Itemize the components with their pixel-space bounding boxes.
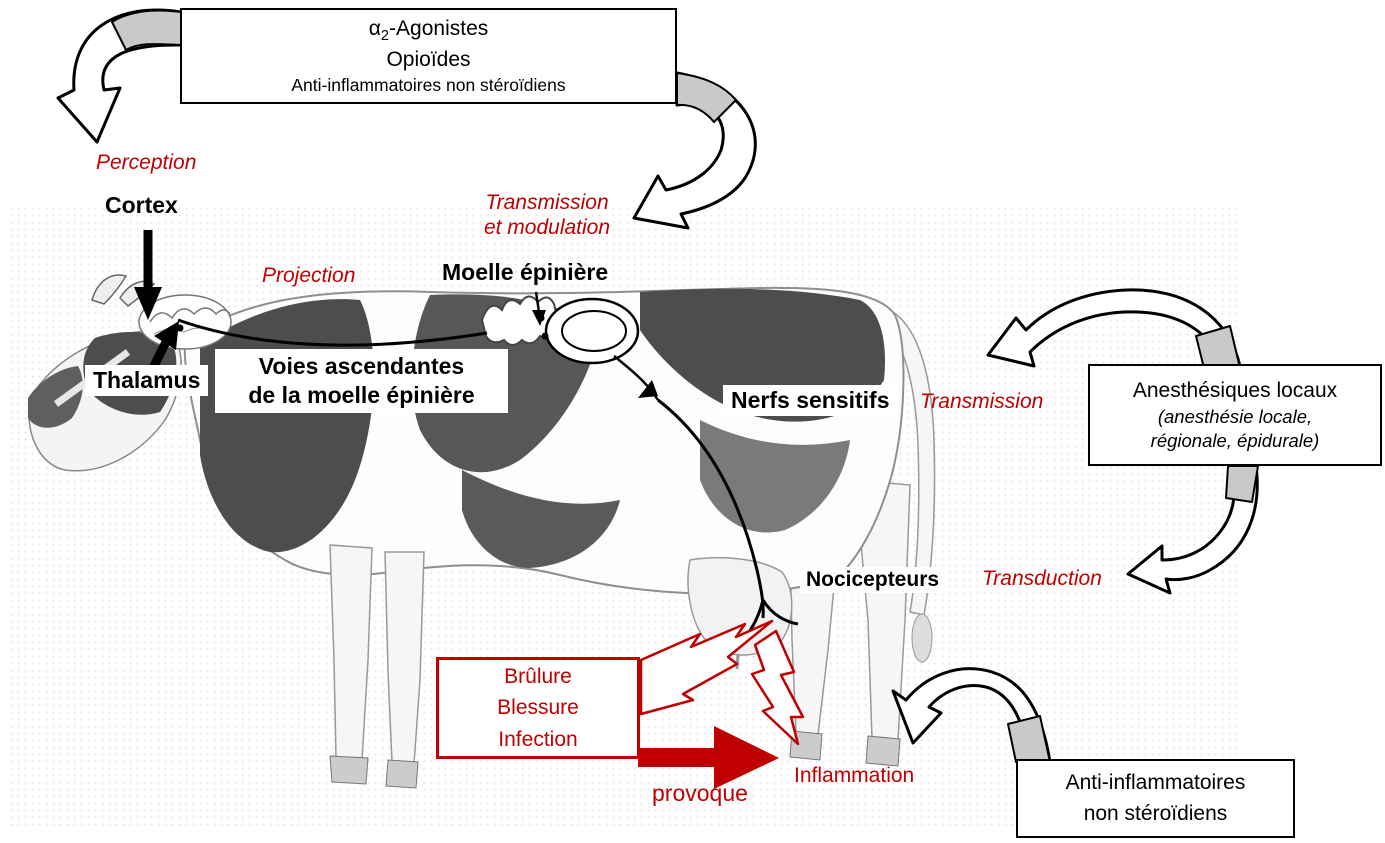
curved-arrow-transmission-modulation [632,71,757,230]
drug-alpha2-agonists: α2-Agonistes [368,16,489,44]
curved-arrow-transduction [1126,464,1259,595]
cause-injury: Blessure [497,696,579,720]
drug-nsaids: Anti-inflammatoires non stéroïdiens [291,75,566,96]
anesthetics-detail-line2: régionale, épidurale) [1150,429,1320,451]
curved-arrows [56,8,1259,764]
anatomy-label-ascending-pathways: Voies ascendantes de la moelle épinière [215,349,508,413]
stage-label-inflammation: Inflammation [794,764,915,787]
nsaids-line1: Anti-inflammatoires [1065,771,1246,795]
ascending-pathways-line2: de la moelle épinière [248,381,475,408]
local-anesthetics-box: Anesthésiques locaux (anesthésie locale,… [1088,364,1382,466]
stage-label-projection: Projection [262,264,356,287]
curved-arrow-perception [56,8,183,144]
nsaids-box: Anti-inflammatoires non stéroïdiens [1016,759,1295,838]
pain-causes-box: Brûlure Blessure Infection [436,657,640,759]
stage-label-transmission: Transmission [920,390,1044,413]
spinal-cord-pointer-arrow [532,291,546,326]
curved-arrow-transmission [986,288,1242,370]
provoque-block-arrow [638,726,779,789]
cow-front-leg [329,544,373,761]
anatomy-label-spinal-cord: Moelle épinière [442,259,609,285]
drug-opioids: Opioïdes [386,48,471,72]
cow-front-leg [384,551,425,765]
nsaids-line2: non stéroïdiens [1083,801,1228,825]
cow-hoof [789,730,823,761]
cow-patch [462,470,620,568]
anatomy-label-cortex: Cortex [105,192,178,218]
cow-tail [885,310,936,616]
cow-horn [91,274,128,305]
anatomy-label-nociceptors: Nocicepteurs [800,567,946,593]
cow-hoof [329,755,369,785]
cause-infection: Infection [498,727,578,751]
cause-burn: Brûlure [504,664,572,688]
cow-patch [700,420,850,533]
cow-tail-tuft [911,613,933,663]
analgesic-drugs-box: α2-Agonistes Opioïdes Anti-inflammatoire… [180,8,677,104]
transmission-modulation-line2: et modulation [483,215,611,239]
transmission-modulation-line1: Transmission [485,191,609,214]
ascending-pathway-line [177,318,488,347]
anesthetics-title: Anesthésiques locaux [1132,379,1338,403]
lightning-bolt-large [639,619,774,716]
curved-arrow-inflammation [891,667,1052,764]
stage-label-transduction: Transduction [982,567,1102,590]
nociception-red-elements [638,619,805,789]
lightning-bolt-small [750,629,805,746]
anesthetics-detail-line1: (anesthésie locale, [1157,405,1313,427]
ascending-pathways-line1: Voies ascendantes [258,353,465,379]
anatomy-label-sensory-nerves: Nerfs sensitifs [723,385,898,416]
cow-udder [687,556,793,656]
cortex-arrow [134,230,162,320]
cow-hoof [865,735,901,767]
provoque-label: provoque [652,780,748,806]
anatomy-label-thalamus: Thalamus [85,365,209,396]
nerve-direction-tick [638,380,658,398]
pathway-lines [134,230,799,645]
spinal-cord-drawing [480,295,660,401]
cow-hoof [385,759,419,789]
stage-label-transmission-modulation: Transmission et modulation [452,191,642,241]
cow-muzzle [28,366,83,428]
stage-label-perception: Perception [96,151,197,174]
